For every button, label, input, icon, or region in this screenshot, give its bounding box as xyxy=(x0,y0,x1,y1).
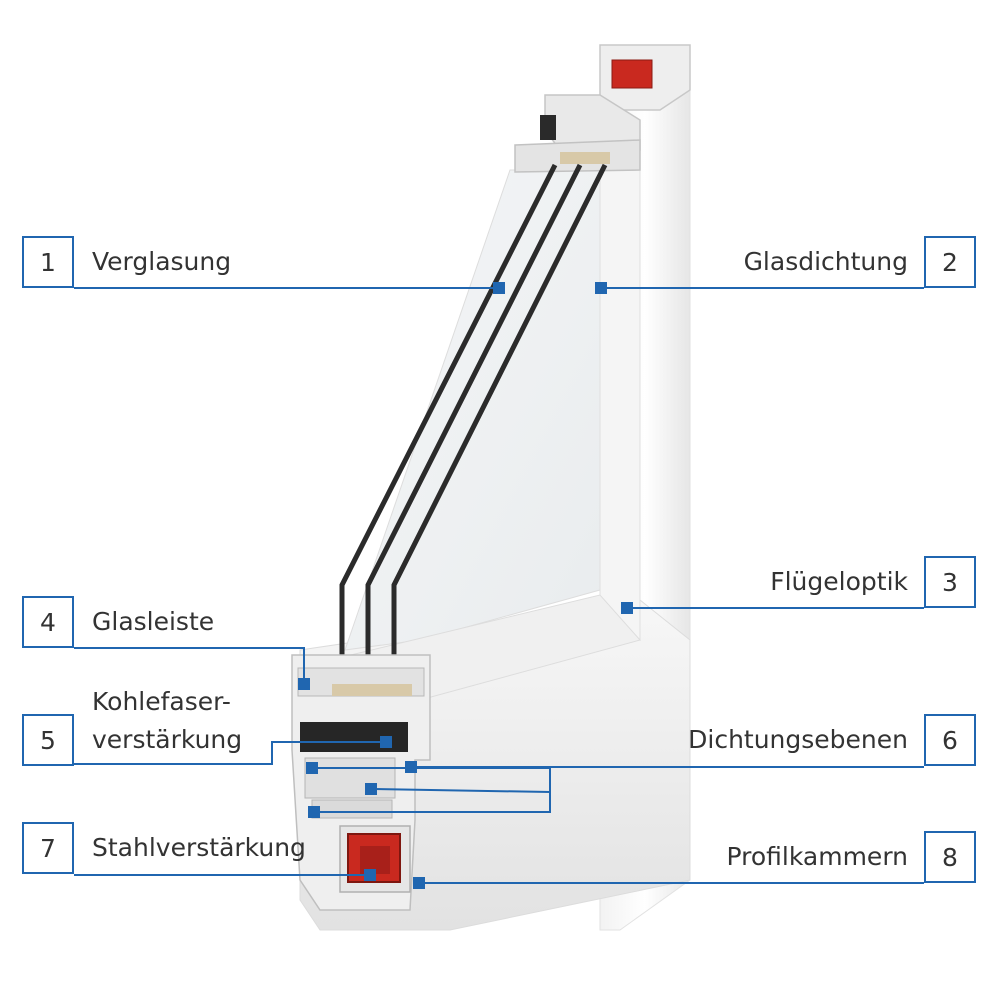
callout-number-4: 4 xyxy=(22,596,74,648)
callout-label-dichtungsebenen: Dichtungsebenen xyxy=(688,725,908,754)
marker-5 xyxy=(380,736,392,748)
leader-line-6c xyxy=(370,788,551,793)
marker-6d xyxy=(308,806,320,818)
leader-line-4 xyxy=(74,647,305,684)
callout-number-3: 3 xyxy=(924,556,976,608)
marker-4 xyxy=(298,678,310,690)
callout-label-kohlefaser-line1: Kohlefaser- xyxy=(92,687,231,716)
marker-7 xyxy=(364,869,376,881)
marker-6a xyxy=(405,761,417,773)
callout-label-stahlverstaerkung: Stahlverstärkung xyxy=(92,833,306,862)
callout-number-6: 6 xyxy=(924,714,976,766)
callout-label-verglasung: Verglasung xyxy=(92,247,232,276)
leader-lines xyxy=(74,287,924,884)
callout-label-profilkammern: Profilkammern xyxy=(726,842,908,871)
callout-label-glasdichtung: Glasdichtung xyxy=(743,247,908,276)
marker-6b xyxy=(306,762,318,774)
leader-line-5 xyxy=(74,741,386,765)
callout-label-glasleiste: Glasleiste xyxy=(92,607,215,636)
top-profile-section xyxy=(514,44,691,173)
callout-number-5: 5 xyxy=(22,714,74,766)
marker-6c xyxy=(365,783,377,795)
marker-3 xyxy=(621,602,633,614)
callout-number-1: 1 xyxy=(22,236,74,288)
leader-line-6b xyxy=(314,767,551,813)
callout-label-kohlefaser-line2: verstärkung xyxy=(92,725,243,754)
bottom-profile-section xyxy=(291,654,431,911)
marker-squares xyxy=(298,282,633,889)
callout-number-2: 2 xyxy=(924,236,976,288)
marker-1 xyxy=(493,282,505,294)
callout-label-fluegeloptik: Flügeloptik xyxy=(770,567,908,596)
marker-2 xyxy=(595,282,607,294)
marker-8 xyxy=(413,877,425,889)
callout-number-7: 7 xyxy=(22,822,74,874)
glass-pane xyxy=(344,169,601,651)
callout-number-8: 8 xyxy=(924,831,976,883)
